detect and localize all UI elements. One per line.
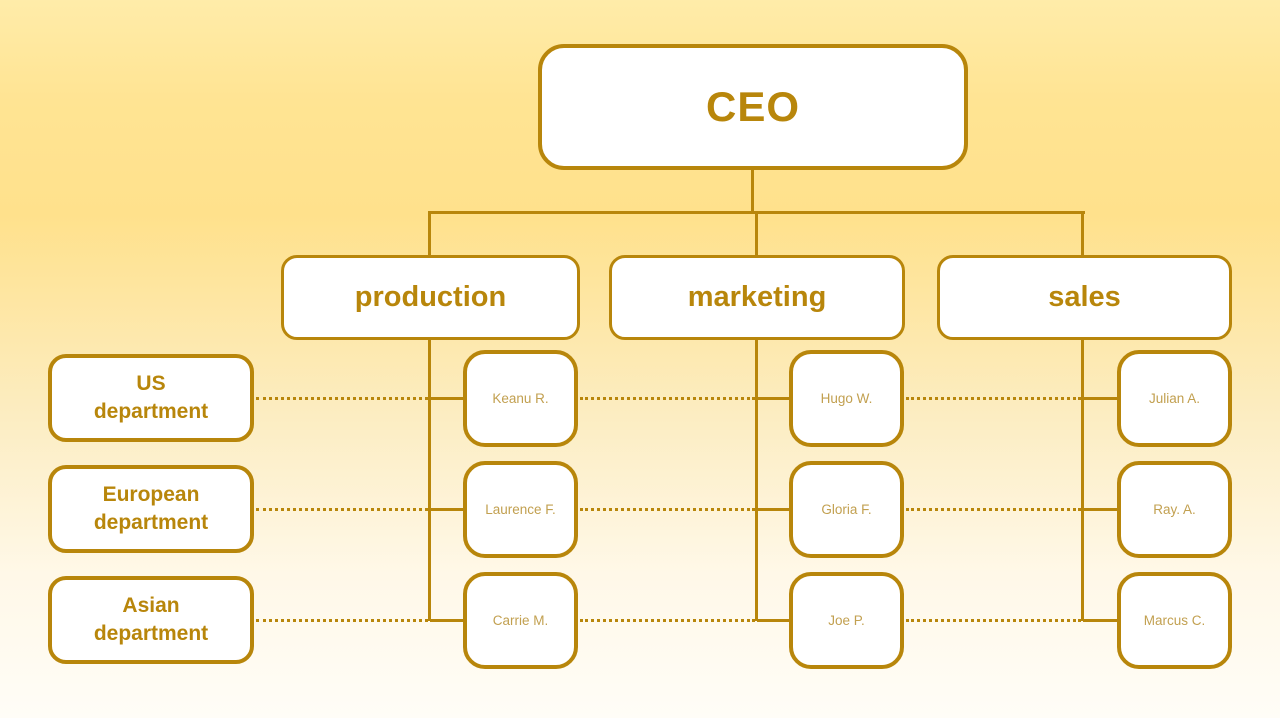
stub-marketing-row0 — [757, 397, 793, 400]
region-label-european: European department — [48, 465, 254, 553]
stub-sales-row2 — [1083, 619, 1121, 622]
member-node-production-1: Laurence F. — [463, 461, 578, 558]
dotted-row0-production-to-marketing — [580, 397, 755, 400]
spine-sales — [1081, 340, 1084, 621]
stub-sales-row1 — [1083, 508, 1121, 511]
member-node-marketing-2: Joe P. — [789, 572, 904, 669]
member-node-production-0: Keanu R. — [463, 350, 578, 447]
member-node-sales-0: Julian A. — [1117, 350, 1232, 447]
stub-sales-row0 — [1083, 397, 1121, 400]
region-label-line: Asian — [122, 593, 180, 617]
member-node-sales-1: Ray. A. — [1117, 461, 1232, 558]
region-label-us: US department — [48, 354, 254, 442]
dotted-row1-production-to-marketing — [580, 508, 755, 511]
region-label-line: department — [93, 400, 209, 423]
stub-production-row0 — [430, 397, 466, 400]
dept-node-production: production — [281, 255, 580, 340]
member-node-production-2: Carrie M. — [463, 572, 578, 669]
member-node-marketing-1: Gloria F. — [789, 461, 904, 558]
spine-marketing — [755, 340, 758, 621]
member-node-sales-2: Marcus C. — [1117, 572, 1232, 669]
dotted-row1-marketing-to-sales — [906, 508, 1081, 511]
dept-node-marketing: marketing — [609, 255, 905, 340]
spine-production — [428, 340, 431, 621]
dotted-row2-region-to-production — [256, 619, 428, 622]
region-label-line: department — [93, 622, 209, 645]
region-label-line: US — [136, 371, 166, 395]
stub-production-row1 — [430, 508, 466, 511]
dotted-row2-marketing-to-sales — [906, 619, 1081, 622]
ceo-node: CEO — [538, 44, 968, 170]
member-node-marketing-0: Hugo W. — [789, 350, 904, 447]
dotted-row1-region-to-production — [256, 508, 428, 511]
region-label-line: European — [102, 482, 200, 506]
connector-drop-sales — [1081, 213, 1084, 255]
stub-production-row2 — [430, 619, 466, 622]
stub-marketing-row2 — [757, 619, 793, 622]
dotted-row2-production-to-marketing — [580, 619, 755, 622]
connector-drop-marketing — [755, 213, 758, 255]
region-label-line: department — [93, 511, 209, 534]
dept-node-sales: sales — [937, 255, 1232, 340]
dotted-row0-region-to-production — [256, 397, 428, 400]
connector-ceo-drop — [751, 170, 754, 212]
region-label-asian: Asian department — [48, 576, 254, 664]
stub-marketing-row1 — [757, 508, 793, 511]
connector-top-horizontal — [428, 211, 1085, 214]
connector-drop-production — [428, 213, 431, 255]
dotted-row0-marketing-to-sales — [906, 397, 1081, 400]
